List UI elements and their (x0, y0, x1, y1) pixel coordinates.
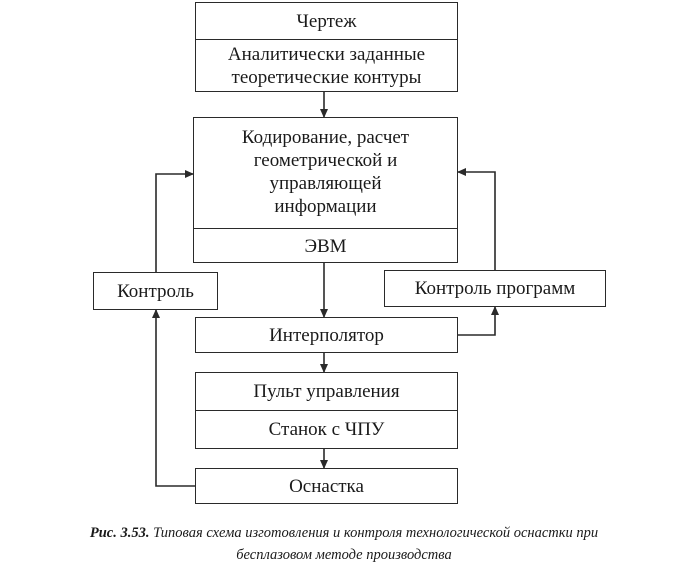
program-control-label: Контроль программ (414, 278, 576, 299)
drawing-divider (196, 39, 457, 40)
caption-figure-number: Рис. 3.53. (89, 525, 150, 541)
interpolator-label: Интерполятор (269, 324, 384, 346)
drawing-box: Чертеж Аналитически заданные теоретическ… (195, 2, 458, 92)
arrow-control-to-coding (155, 170, 194, 272)
arrow-interpolator-to-program-control (458, 306, 499, 336)
caption-line-1: Рис. 3.53. Типовая схема изготовления и … (0, 522, 688, 544)
caption-line-2: бесплазовом методе производства (236, 547, 452, 563)
control-box: Контроль (93, 272, 218, 310)
control-panel-label: Пульт управления (253, 381, 400, 402)
computer-label: ЭВМ (304, 235, 347, 257)
control-label: Контроль (117, 280, 194, 302)
figure-caption: Рис. 3.53. Типовая схема изготовления и … (0, 522, 688, 566)
drawing-label: Чертеж (296, 10, 357, 32)
panel-machine-divider (196, 410, 457, 411)
arrow-tooling-to-control (152, 309, 195, 487)
program-control-box: Контроль программ (384, 270, 606, 307)
caption-text: Типовая схема изготовления и контроля те… (149, 525, 599, 541)
arrow-program-control-to-coding (457, 168, 496, 272)
analytic-contours-label: Аналитически заданные теоретические конт… (227, 44, 426, 88)
coding-divider (194, 228, 457, 229)
panel-machine-box: Пульт управления Станок с ЧПУ (195, 372, 458, 449)
interpolator-box: Интерполятор (195, 317, 458, 353)
coding-box: Кодирование, расчет геометрической и упр… (193, 117, 458, 263)
coding-label: Кодирование, расчет геометрической и упр… (241, 127, 410, 217)
cnc-machine-label: Станок с ЧПУ (268, 419, 385, 440)
tooling-box: Оснастка (195, 468, 458, 504)
tooling-label: Оснастка (289, 475, 364, 497)
